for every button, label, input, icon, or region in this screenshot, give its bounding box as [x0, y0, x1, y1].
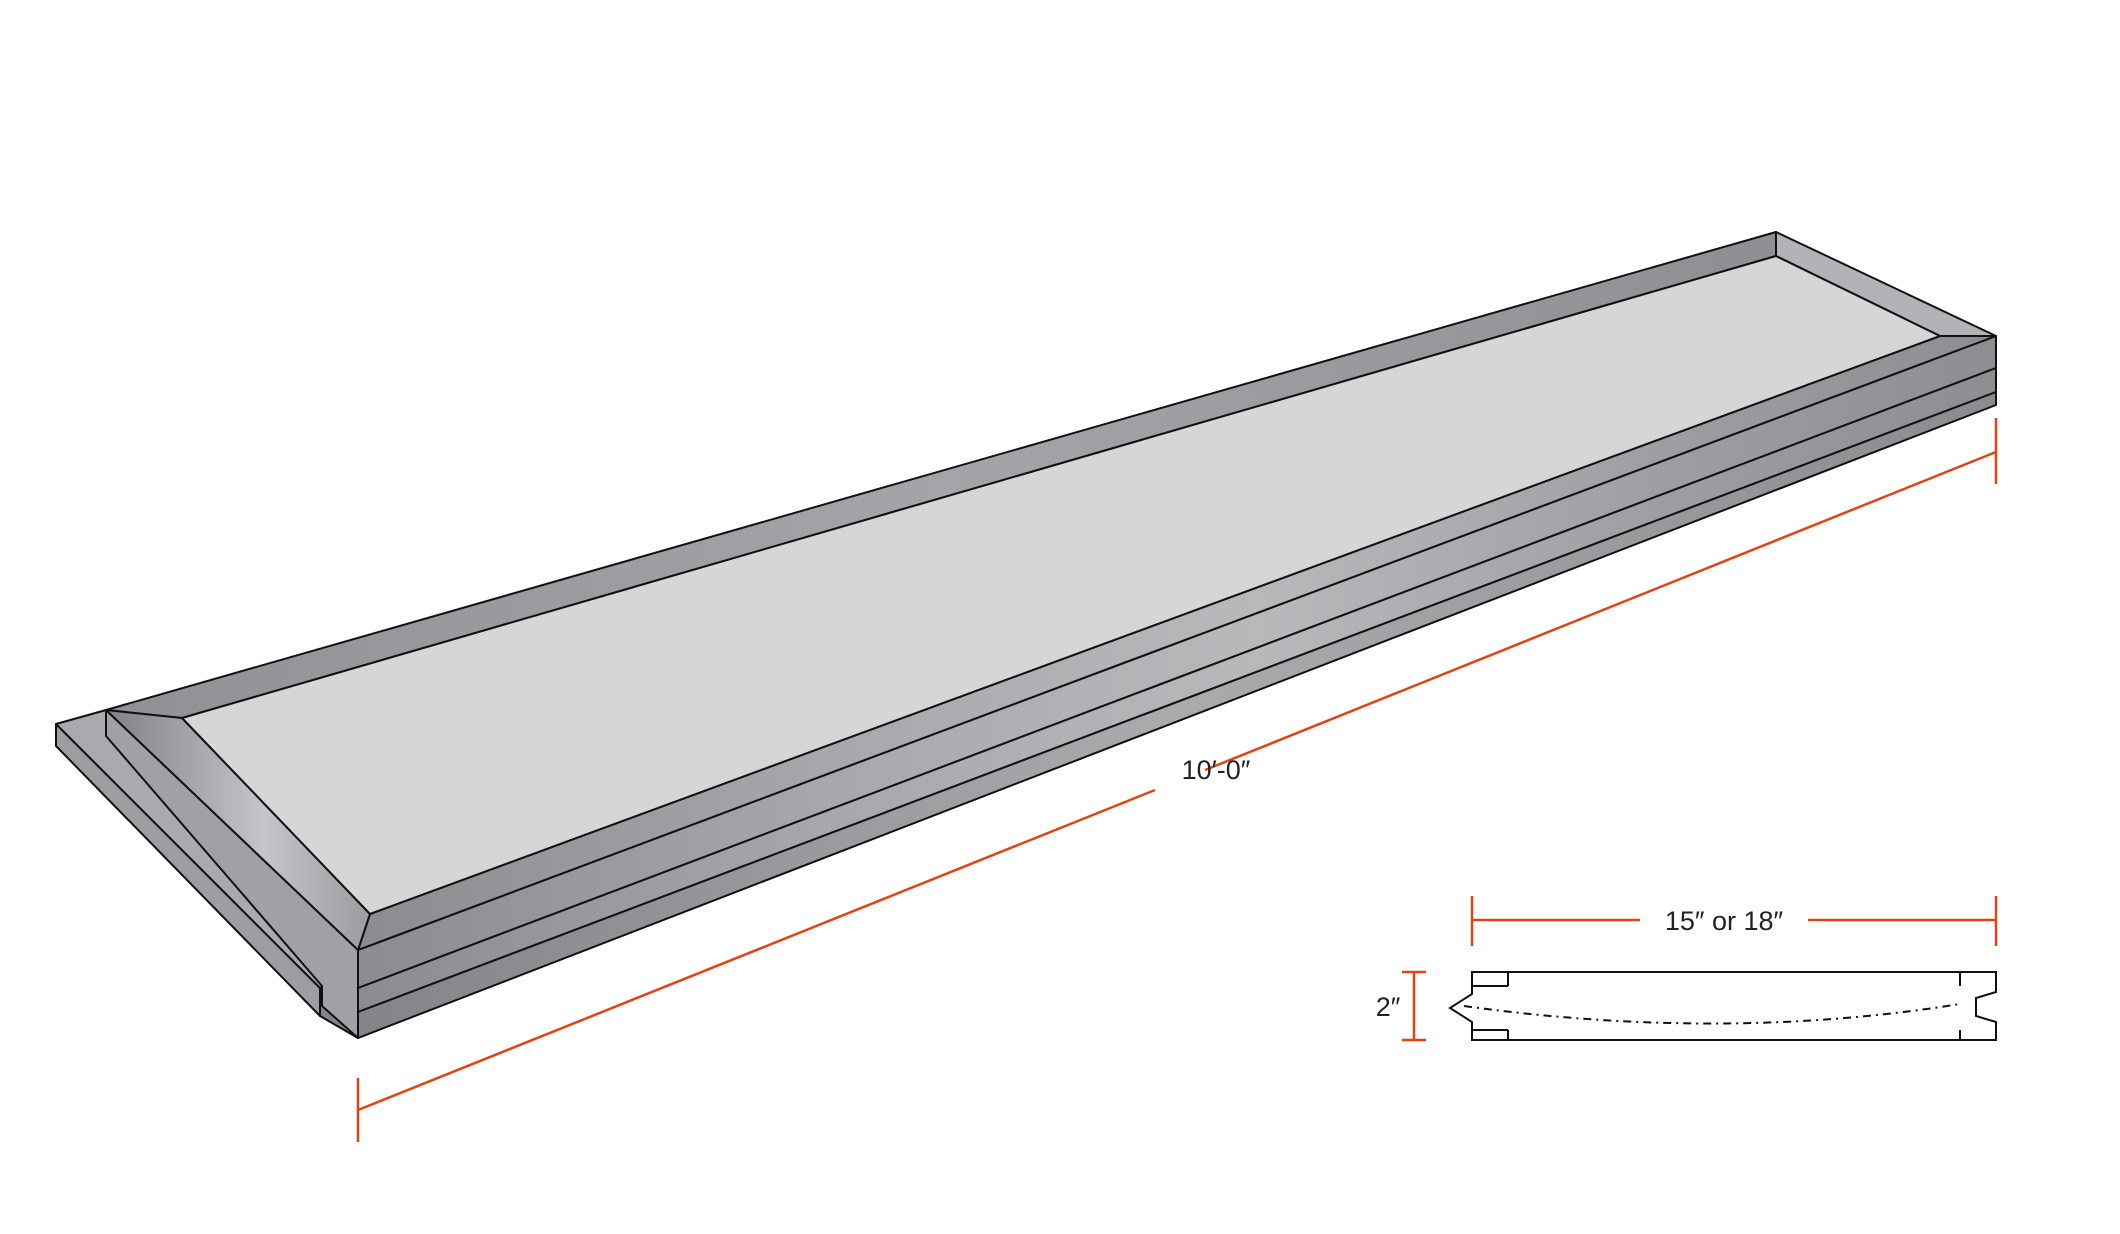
front-plank: [105, 231, 1997, 1039]
length-dimension: [356, 418, 1998, 1142]
width-dimension: [1470, 896, 1998, 946]
length-label: 10′-0″: [1182, 755, 1251, 785]
cross-section-profile: [1448, 971, 1997, 1041]
length-dim-line-lower: [357, 788, 1156, 1112]
front-plank-top-face: [181, 255, 1941, 915]
cross-section-camber-dashed: [1463, 1003, 1961, 1025]
width-label: 15″ or 18″: [1665, 906, 1784, 936]
thickness-dimension: [1402, 970, 1426, 1042]
length-dim-line-upper: [1204, 450, 1997, 772]
thickness-label: 2″: [1376, 992, 1401, 1022]
cross-section-outline: [1448, 971, 1997, 1041]
